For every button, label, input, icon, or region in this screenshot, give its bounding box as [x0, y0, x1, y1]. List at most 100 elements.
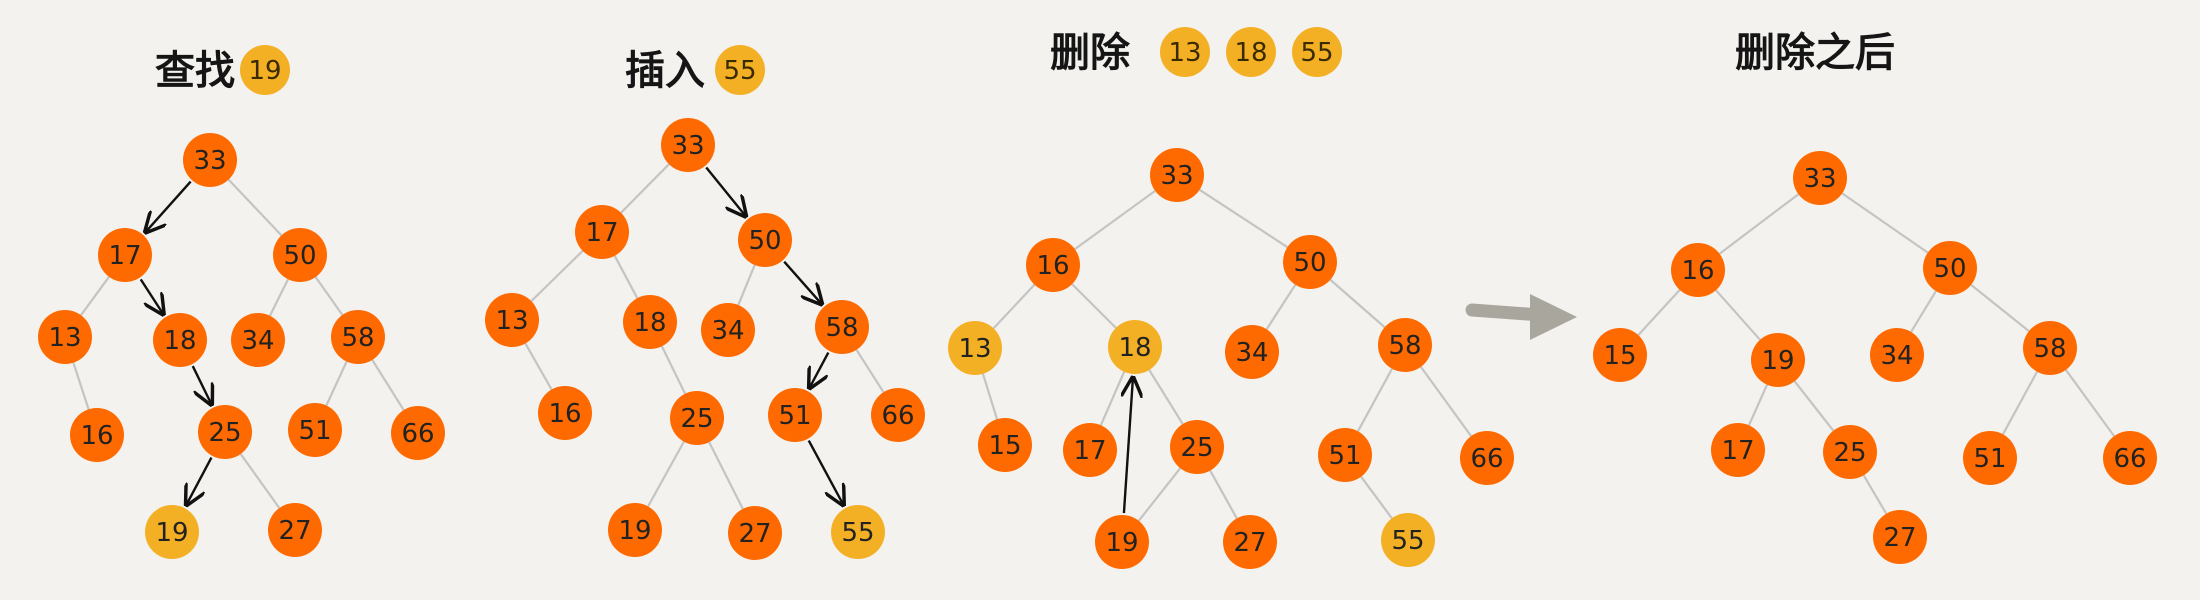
- node-label: 13: [495, 306, 528, 336]
- node-label: 66: [881, 401, 914, 431]
- tree-node: 19: [1751, 333, 1805, 387]
- tree-node: 66: [391, 406, 445, 460]
- traversal-arrow: [139, 278, 163, 314]
- node-label: 50: [1933, 254, 1966, 284]
- node-label: 17: [1073, 436, 1106, 466]
- node-circle: [391, 406, 445, 460]
- node-label: 17: [108, 241, 141, 271]
- tree-node: 50: [1923, 241, 1977, 295]
- tree-edge: [1793, 380, 1835, 432]
- tree-node: 25: [1170, 420, 1224, 474]
- tree-node: 13: [485, 293, 539, 347]
- node-circle: [871, 388, 925, 442]
- node-circle: [268, 503, 322, 557]
- badge-circle: [1292, 27, 1342, 77]
- traversal-arrow: [191, 365, 212, 404]
- node-circle: [978, 418, 1032, 472]
- tree-edge: [1148, 369, 1184, 425]
- tree-edge: [647, 441, 685, 507]
- node-label: 33: [671, 131, 704, 161]
- node-circle: [183, 133, 237, 187]
- key-badge: 55: [715, 45, 765, 95]
- node-circle: [670, 391, 724, 445]
- node-circle: [98, 228, 152, 282]
- tree-node: 58: [815, 300, 869, 354]
- edges-layer: [72, 163, 2116, 522]
- node-circle: [1063, 423, 1117, 477]
- node-circle: [1963, 431, 2017, 485]
- node-circle: [575, 205, 629, 259]
- tree-node: 55: [1381, 513, 1435, 567]
- tree-edge: [524, 342, 553, 391]
- tree-edge: [855, 349, 885, 393]
- tree-node: 27: [1873, 510, 1927, 564]
- tree-node: 51: [288, 403, 342, 457]
- tree-edge: [239, 453, 281, 509]
- tree-edge: [1841, 192, 1929, 254]
- badge-circle: [715, 45, 765, 95]
- node-circle: [538, 386, 592, 440]
- node-circle: [1108, 320, 1162, 374]
- tree-edge: [371, 359, 405, 411]
- traversal-arrow: [146, 180, 192, 232]
- node-circle: [728, 506, 782, 560]
- node-label: 34: [1880, 341, 1913, 371]
- tree-edge: [1209, 470, 1238, 519]
- tree-edge: [1329, 278, 1386, 329]
- node-circle: [1593, 328, 1647, 382]
- tree-node: 58: [1378, 318, 1432, 372]
- node-circle: [815, 300, 869, 354]
- node-circle: [1283, 235, 1337, 289]
- node-circle: [2103, 431, 2157, 485]
- node-circle: [1095, 515, 1149, 569]
- panel-title: 插入: [625, 48, 705, 94]
- tree-node: 50: [273, 228, 327, 282]
- traversal-arrow: [810, 352, 830, 388]
- tree-edge: [1265, 284, 1297, 330]
- tree-edge: [981, 373, 999, 420]
- key-badge: 18: [1226, 27, 1276, 77]
- node-circle: [661, 118, 715, 172]
- tree-edge: [613, 255, 639, 299]
- node-circle: [608, 503, 662, 557]
- tree-edge: [80, 276, 110, 316]
- tree-node: 58: [331, 310, 385, 364]
- tree-edge: [737, 264, 756, 306]
- node-label: 16: [1036, 251, 1069, 281]
- tree-edge: [1419, 366, 1473, 437]
- node-circle: [1751, 333, 1805, 387]
- node-label: 25: [680, 404, 713, 434]
- tree-node: 33: [661, 118, 715, 172]
- node-label: 66: [401, 419, 434, 449]
- node-label: 13: [958, 334, 991, 364]
- tree-node: 58: [2023, 321, 2077, 375]
- tree-node: 34: [701, 303, 755, 357]
- node-label: 34: [1235, 338, 1268, 368]
- tree-edge: [314, 276, 344, 316]
- node-circle: [768, 388, 822, 442]
- tree-edge: [992, 283, 1036, 330]
- tree-node: 34: [1870, 328, 1924, 382]
- tree-node: 15: [978, 418, 1032, 472]
- node-label: 16: [1681, 256, 1714, 286]
- tree-edge: [1862, 474, 1888, 515]
- tree-edge: [1910, 290, 1937, 333]
- tree-node: 50: [738, 213, 792, 267]
- node-circle: [1873, 510, 1927, 564]
- tree-node: 19: [145, 505, 199, 559]
- node-circle: [1793, 151, 1847, 205]
- node-label: 50: [1293, 248, 1326, 278]
- node-label: 15: [988, 431, 1021, 461]
- tree-edge: [1360, 476, 1393, 519]
- tree-node: 66: [1460, 431, 1514, 485]
- tree-node: 19: [1095, 515, 1149, 569]
- node-circle: [1318, 428, 1372, 482]
- tree-node: 33: [183, 133, 237, 187]
- tree-node: 34: [1225, 325, 1279, 379]
- node-circle: [1381, 513, 1435, 567]
- tree-node: 50: [1283, 235, 1337, 289]
- node-circle: [623, 295, 677, 349]
